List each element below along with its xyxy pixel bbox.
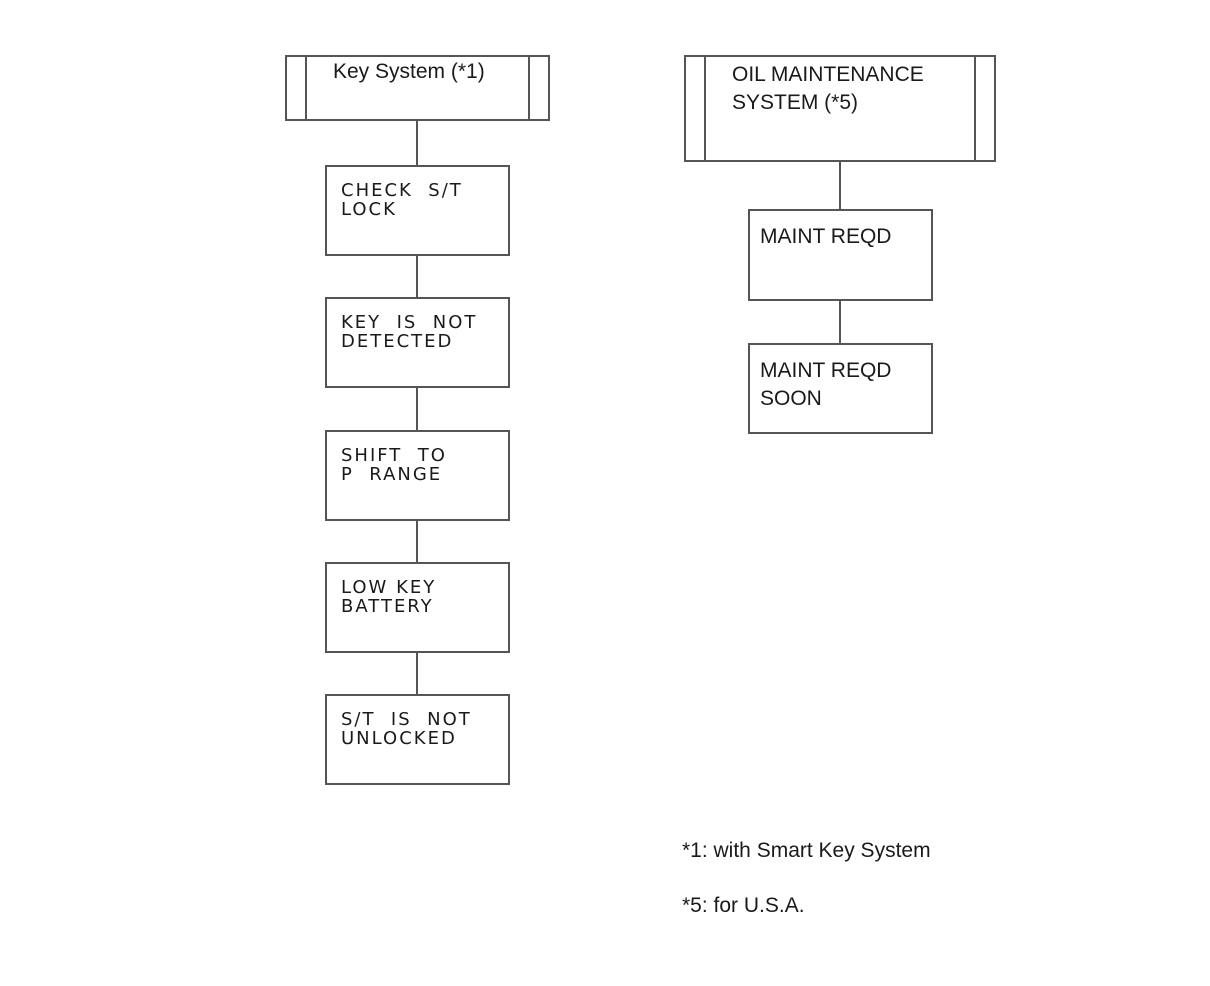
st-not-unlocked-box: S/T IS NOT UNLOCKED [325, 694, 510, 785]
connector-line [416, 121, 418, 165]
st-not-unlocked-label: S/T IS NOT UNLOCKED [341, 709, 472, 749]
oil-maintenance-header: OIL MAINTENANCE SYSTEM (*5) [684, 55, 996, 162]
shift-to-p-range-box: SHIFT TO P RANGE [325, 430, 510, 521]
connector-line [416, 521, 418, 563]
header-left-bar [704, 57, 706, 160]
key-not-detected-label: KEY IS NOT DETECTED [341, 312, 478, 352]
connector-line [416, 388, 418, 431]
maint-reqd-label: MAINT REQD [760, 225, 892, 248]
connector-line [839, 162, 841, 210]
maint-reqd-soon-label: MAINT REQD SOON [760, 359, 892, 410]
maint-reqd-soon-box: MAINT REQD SOON [748, 343, 933, 434]
key-system-header: Key System (*1) [285, 55, 550, 121]
footnote-usa: *5: for U.S.A. [682, 894, 805, 917]
connector-line [416, 653, 418, 695]
header-left-bar [305, 57, 307, 119]
connector-line [839, 301, 841, 344]
header-right-bar [528, 57, 530, 119]
shift-to-p-range-label: SHIFT TO P RANGE [341, 445, 447, 485]
key-system-header-label: Key System (*1) [333, 60, 485, 83]
check-st-lock-label: CHECK S/T LOCK [341, 180, 463, 220]
oil-maintenance-header-label: OIL MAINTENANCE SYSTEM (*5) [732, 63, 924, 114]
footnote-smart-key: *1: with Smart Key System [682, 839, 931, 862]
maint-reqd-box: MAINT REQD [748, 209, 933, 301]
low-key-battery-label: LOW KEY BATTERY [341, 577, 437, 617]
header-right-bar [974, 57, 976, 160]
key-not-detected-box: KEY IS NOT DETECTED [325, 297, 510, 388]
connector-line [416, 256, 418, 298]
check-st-lock-box: CHECK S/T LOCK [325, 165, 510, 256]
low-key-battery-box: LOW KEY BATTERY [325, 562, 510, 653]
